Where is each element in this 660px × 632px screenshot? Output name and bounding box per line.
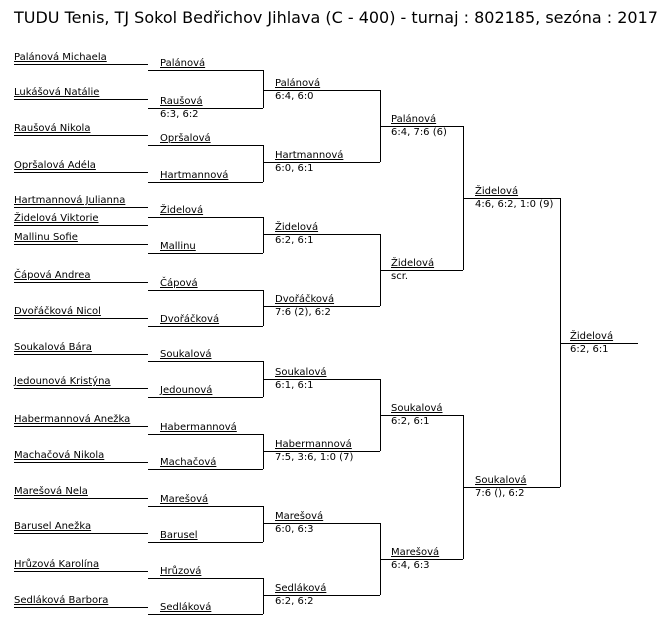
page-title: TUDU Tenis, TJ Sokol Bedřichov Jihlava (… [14, 8, 658, 27]
round1-winner[interactable]: Habermannová [160, 422, 237, 433]
round2-winner[interactable]: Marešová [275, 511, 324, 522]
round1-winner[interactable]: Barusel [160, 530, 198, 541]
round2-score: 6:0, 6:3 [275, 524, 314, 535]
round2-winner[interactable]: Palánová [275, 78, 321, 89]
round3-score: 6:2, 6:1 [391, 416, 430, 427]
player-name[interactable]: Hartmannová Julianna [14, 195, 126, 206]
player-name[interactable]: Soukalová Bára [14, 342, 92, 353]
round2-winner[interactable]: Sedláková [275, 583, 327, 594]
player-name[interactable]: Palánová Michaela [14, 52, 107, 63]
player-name[interactable]: Raušová Nikola [14, 123, 91, 134]
round1-winner[interactable]: Sedláková [160, 602, 212, 613]
round2-score: 7:5, 3:6, 1:0 (7) [275, 452, 354, 463]
round1-score: 6:3, 6:2 [160, 109, 199, 120]
round3-winner[interactable]: Židelová [391, 258, 435, 269]
round2-winner[interactable]: Dvořáčková [275, 294, 335, 305]
round1-winner[interactable]: Opršalová [160, 133, 211, 144]
player-name[interactable]: Lukášová Natálie [14, 87, 100, 98]
round1-winner[interactable]: Hartmannová [160, 170, 229, 181]
player-name[interactable]: Jedounová Kristýna [14, 376, 111, 387]
round2-winner[interactable]: Soukalová [275, 367, 327, 378]
round2-score: 6:0, 6:1 [275, 163, 314, 174]
round1-winner[interactable]: Raušová [160, 96, 203, 107]
player-name[interactable]: Židelová Viktorie [14, 213, 99, 224]
round4-winner[interactable]: Soukalová [475, 475, 527, 486]
round1-winner[interactable]: Hrůzová [160, 566, 202, 577]
round2-winner[interactable]: Hartmannová [275, 150, 344, 161]
round2-winner[interactable]: Židelová [275, 222, 319, 233]
round3-score: scr. [391, 271, 409, 282]
round1-winner[interactable]: Soukalová [160, 349, 212, 360]
final-winner[interactable]: Židelová [570, 331, 614, 342]
round2-score: 6:2, 6:1 [275, 235, 314, 246]
round4-winner[interactable]: Židelová [475, 186, 519, 197]
round1-winner[interactable]: Židelová [160, 205, 204, 216]
round1-winner[interactable]: Machačová [160, 457, 217, 468]
final-score: 6:2, 6:1 [570, 344, 609, 355]
player-name[interactable]: Machačová Nikola [14, 450, 105, 461]
round1-winner[interactable]: Čápová [160, 278, 198, 289]
round3-winner[interactable]: Soukalová [391, 403, 443, 414]
player-name[interactable]: Čápová Andrea [14, 270, 91, 281]
round1-winner[interactable]: Marešová [160, 494, 209, 505]
player-name[interactable]: Sedláková Barbora [14, 595, 109, 606]
round1-winner[interactable]: Jedounová [160, 385, 213, 396]
player-name[interactable]: Barusel Anežka [14, 521, 92, 532]
round4-score: 7:6 (), 6:2 [475, 488, 525, 499]
round3-winner[interactable]: Marešová [391, 547, 440, 558]
round3-winner[interactable]: Palánová [391, 114, 437, 125]
player-name[interactable]: Habermannová Anežka [14, 414, 131, 425]
round1-winner[interactable]: Dvořáčková [160, 314, 220, 325]
round2-winner[interactable]: Habermannová [275, 439, 352, 450]
round2-score: 7:6 (2), 6:2 [275, 307, 331, 318]
player-name[interactable]: Marešová Nela [14, 486, 88, 497]
round3-score: 6:4, 6:3 [391, 560, 430, 571]
round2-score: 6:2, 6:2 [275, 596, 314, 607]
player-name[interactable]: Hrůzová Karolína [14, 559, 100, 570]
round2-score: 6:4, 6:0 [275, 91, 314, 102]
player-name[interactable]: Mallinu Sofie [14, 232, 78, 243]
round1-winner[interactable]: Mallinu [160, 241, 196, 252]
player-name[interactable]: Dvořáčková Nicol [14, 306, 101, 317]
player-name[interactable]: Opršalová Adéla [14, 160, 96, 171]
round4-score: 4:6, 6:2, 1:0 (9) [475, 199, 554, 210]
round2-score: 6:1, 6:1 [275, 380, 314, 391]
round3-score: 6:4, 7:6 (6) [391, 127, 447, 138]
round1-winner[interactable]: Palánová [160, 58, 206, 69]
